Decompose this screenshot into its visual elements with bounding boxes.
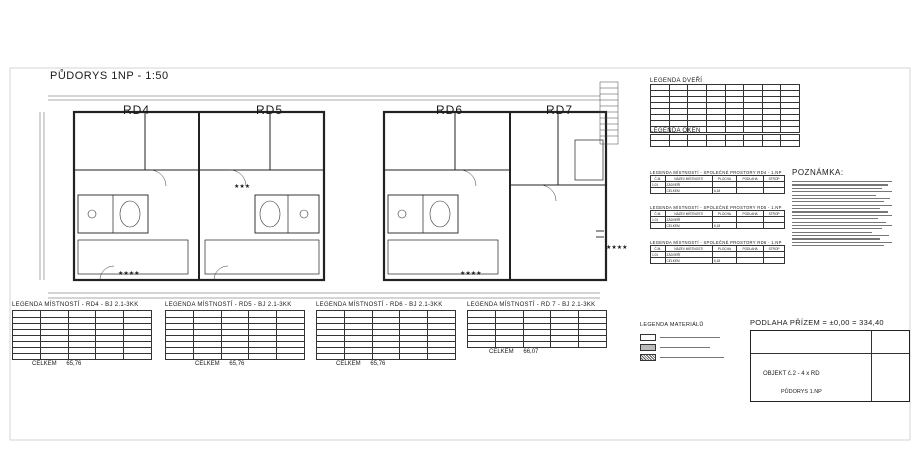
legend-title: LEGENDA MÍSTNOSTÍ - RD4 - BJ 2.1-3KK: [12, 302, 139, 308]
total-value: 6,18: [711, 187, 737, 194]
total-value: 66,07: [523, 349, 539, 355]
legend-total: CELKEM 65,76: [165, 361, 305, 367]
total-label: CELKEM: [664, 187, 713, 194]
note-text-lines: [792, 181, 902, 247]
shared-legend-rd5: LEGENDA MÍSTNOSTÍ - SPOLEČNÉ PROSTORY RD…: [650, 205, 785, 229]
table-cell: [650, 140, 670, 147]
legend-table: [165, 310, 305, 360]
legend-total: CELKEM 66,07: [467, 349, 607, 355]
shared-legend-rd6: LEGENDA MÍSTNOSTÍ - SPOLEČNÉ PROSTORY RD…: [650, 240, 785, 264]
four-star-marker: ★★★★: [460, 271, 482, 277]
room-legend-rd5: LEGENDA MÍSTNOSTÍ - RD5 - BJ 2.1-3KK CEL…: [165, 302, 305, 367]
unit-label-rd4: RD4: [123, 103, 151, 117]
total-value: 65,76: [370, 361, 386, 367]
total-label: CELKEM: [32, 361, 57, 367]
object-name: OBJEKT č.2 - 4 x RD: [763, 371, 820, 377]
window-legend-table: [650, 134, 800, 147]
title-block-frame: OBJEKT č.2 - 4 x RD PŮDORYS 1.NP: [750, 330, 910, 402]
table-row: [165, 353, 305, 360]
legend-title: LEGENDA MÍSTNOSTÍ - SPOLEČNÉ PROSTORY RD…: [650, 205, 782, 210]
four-star-marker: ★★★★: [606, 245, 628, 251]
plan-title: PŮDORYS 1NP - 1:50: [50, 70, 169, 82]
unit-label-rd6: RD6: [436, 103, 464, 117]
floor-level-note: PODLAHA PŘÍZEM = ±0,00 = 334,40: [750, 318, 884, 327]
room-legend-rd7: LEGENDA MÍSTNOSTÍ - RD 7 - BJ 2.1-3KK CE…: [467, 302, 607, 355]
shared-legend-rd4: LEGENDA MÍSTNOSTÍ - SPOLEČNÉ PROSTORY RD…: [650, 170, 785, 194]
window-legend: LEGENDA OKEN: [650, 128, 800, 147]
table-row: [467, 341, 607, 348]
door-legend-table: [650, 84, 800, 133]
total-value: 65,76: [229, 361, 245, 367]
legend-title: LEGENDA MÍSTNOSTÍ - SPOLEČNÉ PROSTORY RD…: [650, 240, 782, 245]
unit-label-rd5: RD5: [256, 103, 284, 117]
table-row: [467, 310, 607, 318]
total-label: CELKEM: [195, 361, 220, 367]
legend-total: CELKEM 65,76: [12, 361, 152, 367]
title-block: PODLAHA PŘÍZEM = ±0,00 = 334,40 OBJEKT č…: [750, 318, 910, 402]
table-row: [12, 310, 152, 318]
unit-label-rd7: RD7: [546, 103, 574, 117]
table-row: [316, 353, 456, 360]
window-legend-title: LEGENDA OKEN: [650, 128, 701, 134]
door-legend-title: LEGENDA DVEŘÍ: [650, 78, 703, 84]
materials-title: LEGENDA MATERIÁLŮ: [640, 322, 704, 328]
table-row: [650, 102, 800, 109]
legend-table: [12, 310, 152, 360]
sheet-name: PŮDORYS 1.NP: [781, 389, 822, 395]
legend-title: LEGENDA MÍSTNOSTÍ - RD5 - BJ 2.1-3KK: [165, 302, 292, 308]
materials-swatches: [640, 334, 750, 361]
legend-total: CELKEM 65,76: [316, 361, 456, 367]
room-legend-rd4: LEGENDA MÍSTNOSTÍ - RD4 - BJ 2.1-3KK CEL…: [12, 302, 152, 367]
legend-table: [467, 310, 607, 348]
legend-title: LEGENDA MÍSTNOSTÍ - SPOLEČNÉ PROSTORY RD…: [650, 170, 782, 175]
total-label: CELKEM: [489, 349, 514, 355]
table-row: [165, 310, 305, 318]
note-block: POZNÁMKA:: [792, 168, 902, 249]
total-value: 6,18: [711, 222, 737, 229]
table-row: [12, 353, 152, 360]
table-row: [650, 140, 800, 147]
four-star-marker: ★★★★: [118, 271, 140, 277]
legend-title: LEGENDA MÍSTNOSTÍ - RD 7 - BJ 2.1-3KK: [467, 302, 596, 308]
table-row: [316, 310, 456, 318]
total-value: 6,18: [711, 257, 737, 264]
note-title: POZNÁMKA:: [792, 168, 844, 177]
total-label: CELKEM: [664, 257, 713, 264]
door-legend: LEGENDA DVEŘÍ: [650, 78, 800, 133]
total-value: 65,76: [66, 361, 82, 367]
three-star-marker: ★★★: [234, 184, 251, 190]
total-label: CELKEM: [664, 222, 713, 229]
legend-table: [316, 310, 456, 360]
room-legend-rd6: LEGENDA MÍSTNOSTÍ - RD6 - BJ 2.1-3KK CEL…: [316, 302, 456, 367]
legend-title: LEGENDA MÍSTNOSTÍ - RD6 - BJ 2.1-3KK: [316, 302, 443, 308]
table-row: [650, 126, 800, 133]
table-row: [316, 335, 456, 342]
materials-legend: LEGENDA MATERIÁLŮ: [640, 322, 750, 364]
total-label: CELKEM: [336, 361, 361, 367]
